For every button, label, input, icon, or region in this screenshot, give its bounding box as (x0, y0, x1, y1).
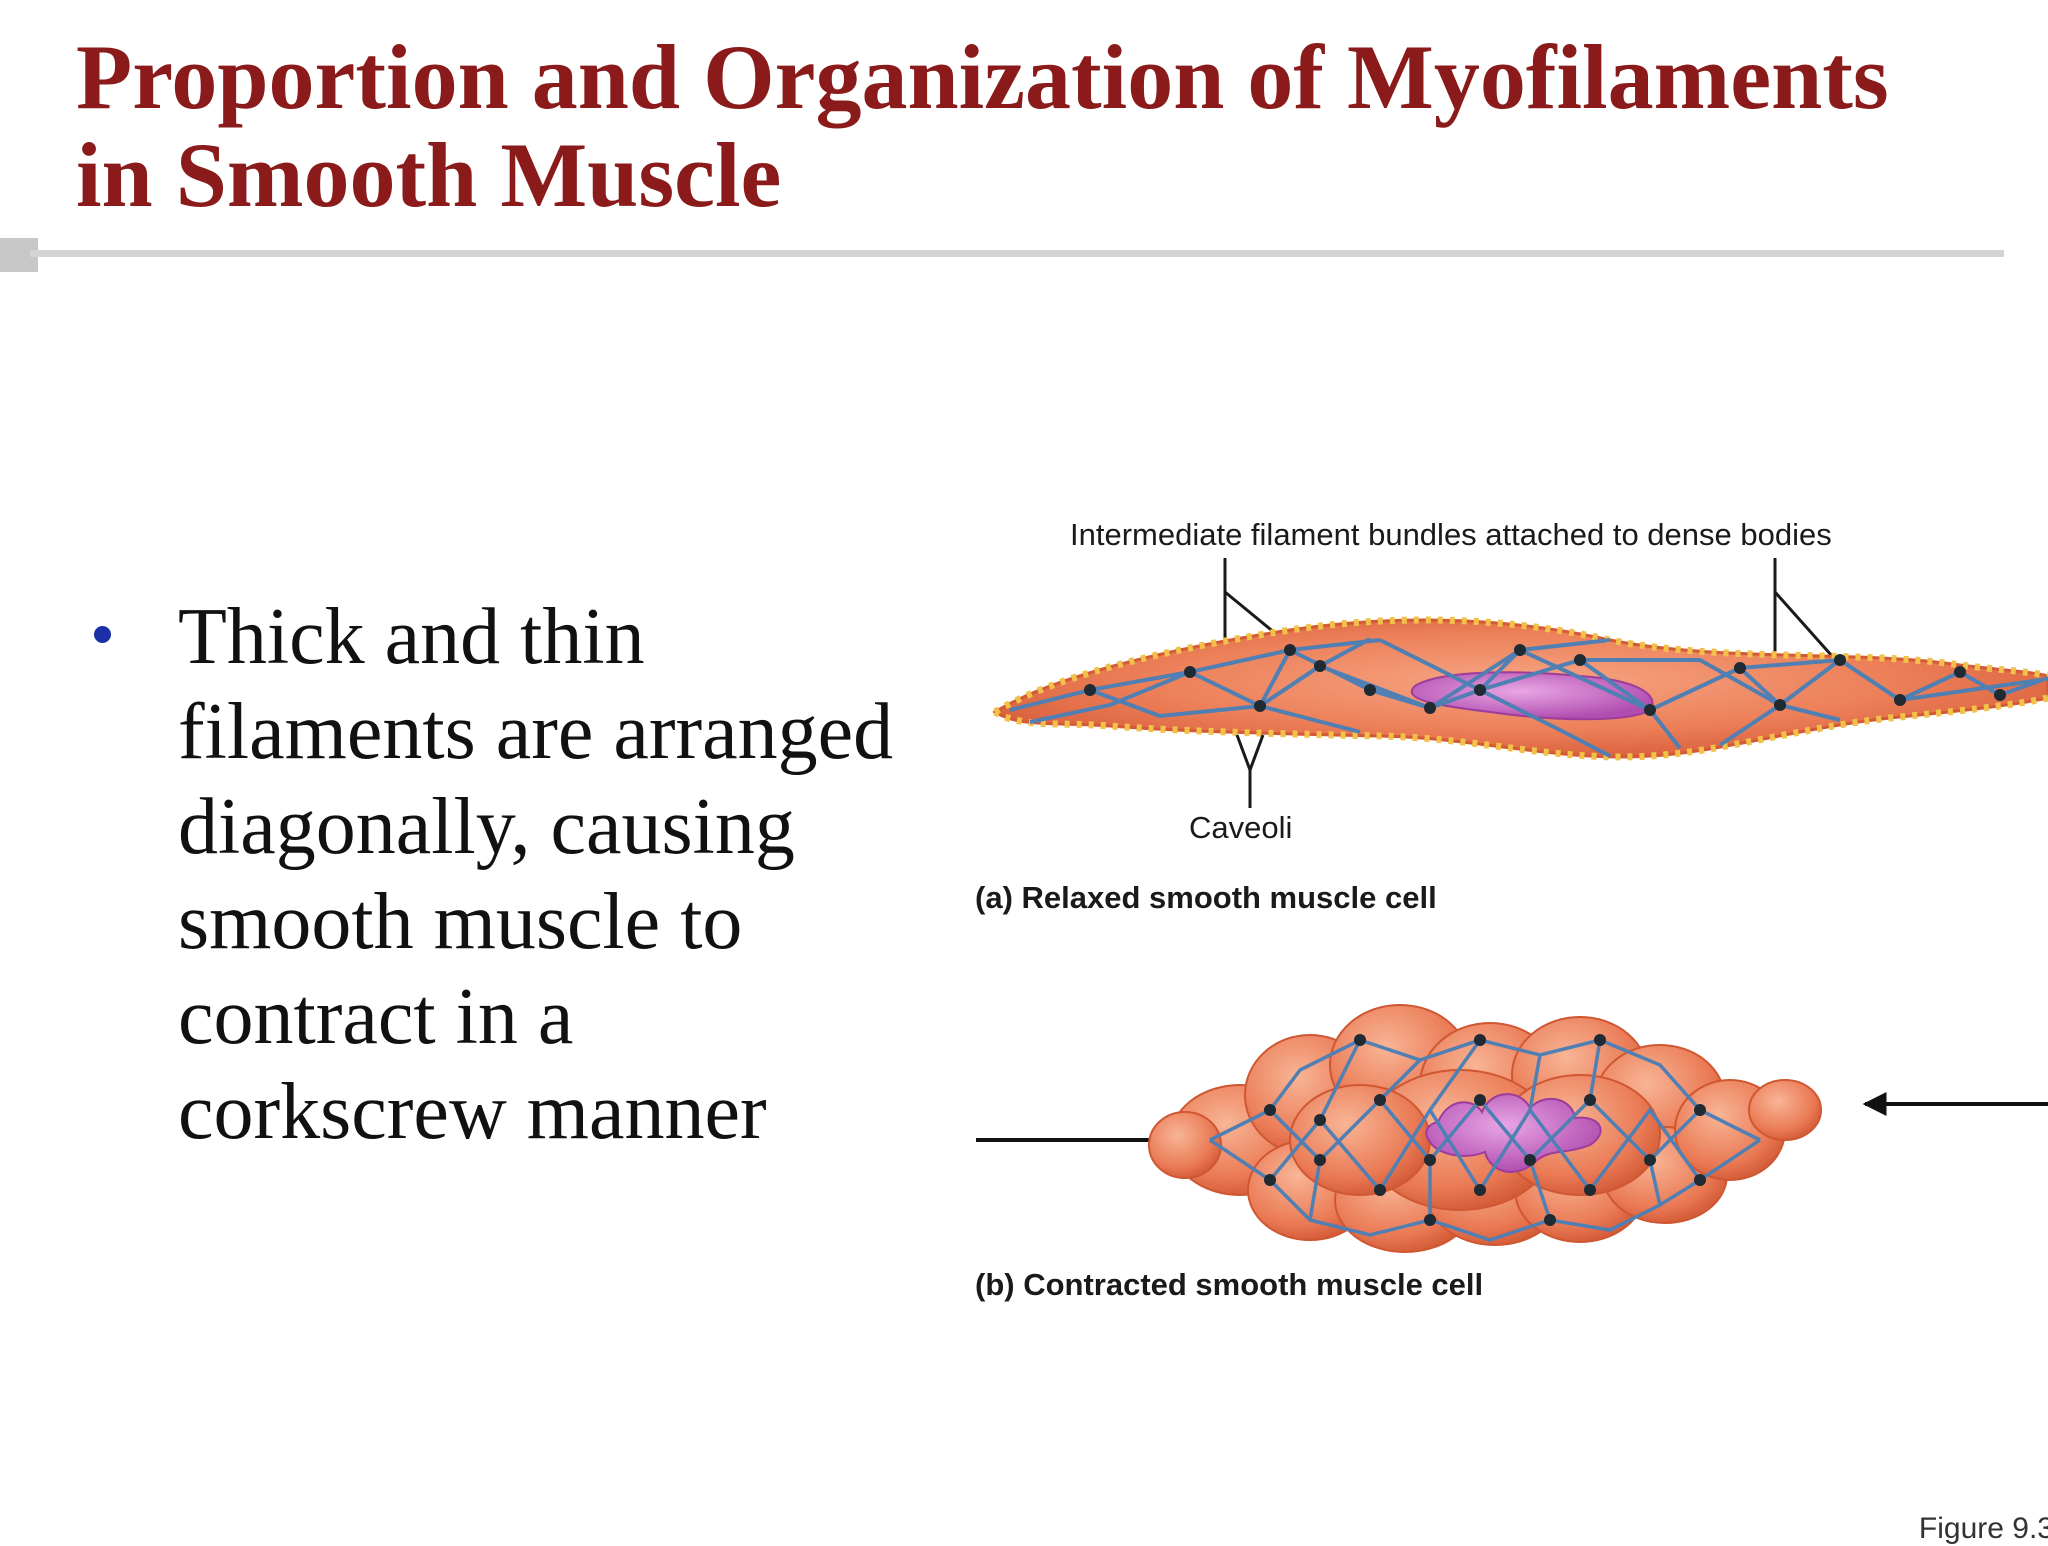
label-caveoli: Caveoli (1189, 810, 1292, 845)
smooth-muscle-diagram: Intermediate filament bundles attached t… (975, 517, 2048, 1302)
relaxed-filament-lattice (1009, 637, 2048, 758)
caption-contracted: (b) Contracted smooth muscle cell (975, 1267, 1483, 1302)
caveoli-leader (1235, 734, 1265, 808)
caption-relaxed: (a) Relaxed smooth muscle cell (975, 880, 1437, 915)
title-divider (30, 250, 2004, 257)
bullet-text: Thick and thin filaments are arranged di… (178, 593, 894, 1156)
bullet-icon (94, 626, 111, 643)
title-line-2: in Smooth Muscle (76, 124, 782, 226)
relaxed-dense-bodies (1084, 644, 2006, 716)
label-filament-bundles: Intermediate filament bundles attached t… (1070, 517, 1832, 552)
caveoli-dotted-edge (993, 616, 2048, 761)
title-line-1: Proportion and Organization of Myofilame… (76, 26, 1889, 128)
relaxed-cell (992, 616, 2048, 761)
figure-number: Figure 9.3 (1918, 1512, 2048, 1545)
contracted-dense-bodies (1264, 1034, 1706, 1226)
slide-title: Proportion and Organization of Myofilame… (76, 28, 2016, 224)
